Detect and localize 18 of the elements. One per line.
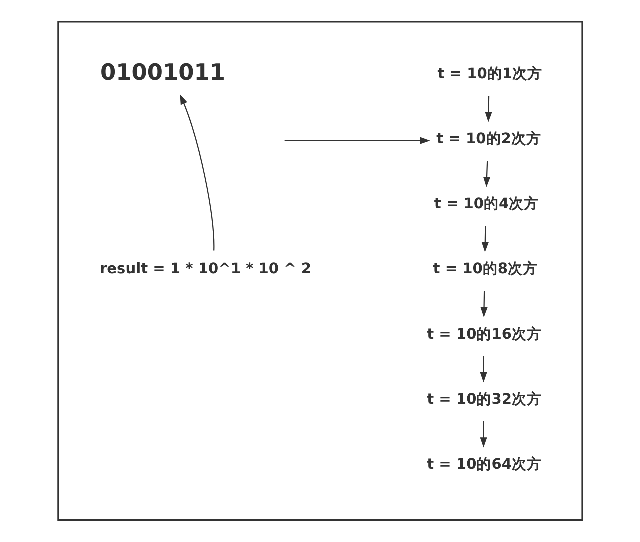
node-text: t = 10的2次方 (436, 130, 541, 148)
arrow (480, 356, 487, 383)
node-text: t = 10的1次方 (437, 65, 542, 82)
arrow (180, 94, 214, 251)
arrow (480, 422, 487, 448)
cluster (57, 21, 583, 521)
node-text: t = 10的4次方 (434, 196, 539, 213)
arrow (481, 226, 488, 252)
node-text: t = 10的8次方 (432, 260, 538, 278)
node-text: t = 10的16次方 (426, 326, 542, 343)
node-text: t = 10的32次方 (426, 390, 542, 408)
arrow (482, 161, 490, 188)
node-text: 01001011 (100, 60, 225, 86)
node-text: t = 10的64次方 (426, 456, 542, 473)
arrow (284, 137, 430, 144)
arrow (480, 291, 488, 318)
node-text: result = 1 * 10^1 * 10 ^ 2 (99, 260, 312, 278)
arrow (484, 96, 492, 122)
